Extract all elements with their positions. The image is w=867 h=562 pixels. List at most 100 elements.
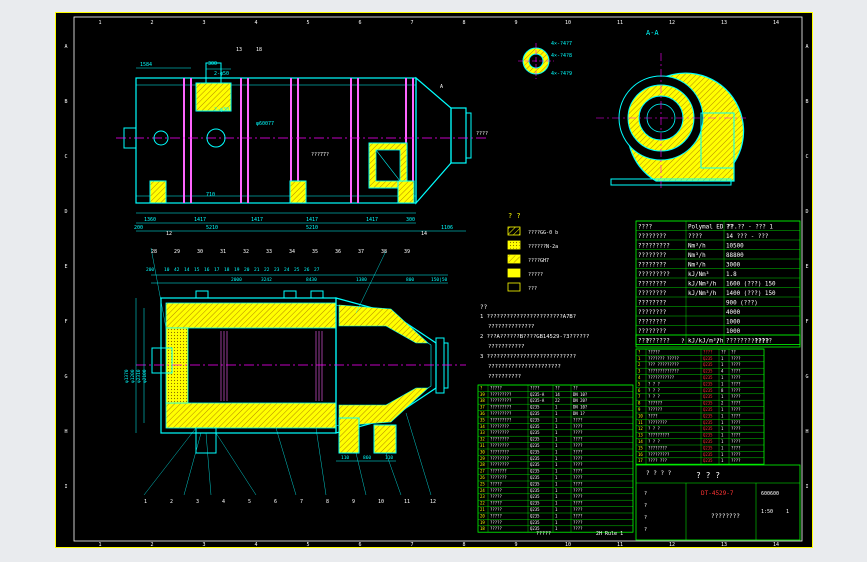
spec-cell: Nm³/h [688, 252, 706, 259]
callout-label: 39 [404, 249, 410, 255]
border-number: 8 [462, 542, 465, 547]
sheet-number: 1 [786, 509, 789, 515]
parts-cell: 1 [555, 501, 558, 506]
dimension-label: 20 [244, 267, 250, 273]
parts-cell: 6 [638, 388, 641, 393]
parts-cell: 1 [555, 475, 558, 480]
border-number: 1 [98, 20, 101, 26]
parts-cell: Q235 [530, 437, 540, 442]
dimension-label: 27 [314, 267, 320, 273]
spec-cell: 1000 [726, 320, 741, 326]
parts-cell: 1 [555, 494, 558, 499]
parts-cell: ???? [731, 433, 741, 438]
parts-cell: Q235 [703, 375, 713, 380]
dimension-label: 200 [134, 225, 143, 231]
parts-cell: ???? [573, 443, 583, 448]
parts-cell: ? ? ? [648, 439, 660, 444]
legend-label: ????GH7 [528, 258, 549, 264]
dimension-label: 1106 [441, 225, 453, 231]
parts-cell: Q235 [530, 430, 540, 435]
parts-cell: ??????????? [648, 375, 674, 380]
dimension-label: 1417 [306, 217, 318, 223]
border-number: 7 [410, 20, 413, 26]
parts-cell: 35 [480, 417, 485, 422]
note-line: ?????????????????????? [488, 364, 561, 370]
dimension-label: 8430 [306, 277, 317, 283]
parts-cell: Q235 [703, 433, 713, 438]
note-line: ?????????????? [488, 324, 534, 330]
parts-cell: ????? [490, 385, 502, 390]
view-label: ???77? [311, 152, 329, 158]
border-number: 4 [254, 20, 257, 26]
parts-cell: 1 [555, 507, 558, 512]
parts-cell: ???? [731, 420, 741, 425]
border-number: 7 [410, 542, 413, 547]
parts-cell: Q235 [530, 469, 540, 474]
parts-cell: ? [638, 349, 640, 354]
border-number: 8 [462, 20, 465, 26]
border-number: 14 [773, 20, 779, 26]
notes-header: ?? [480, 304, 488, 311]
parts-footer: ? ? ? ? [646, 470, 672, 477]
parts-cell: 38 [480, 398, 485, 403]
dimension-label: 18 [224, 267, 230, 273]
parts-cell: ???? [573, 501, 583, 506]
parts-cell: ???????? [490, 456, 509, 461]
dimension-label: 710 [206, 192, 215, 198]
parts-cell: ? ? ? [648, 426, 660, 431]
parts-cell: 1 [721, 362, 724, 367]
dimension-label: 200 [146, 267, 154, 273]
parts-cell: ??????? ????? [648, 356, 679, 361]
parts-cell: ???? [731, 401, 741, 406]
dimension-label: 2000 [231, 277, 242, 283]
parts-cell: Q235-A [530, 398, 545, 403]
parts-cell: 14 [638, 439, 643, 444]
spec-cell: 1.8 [726, 272, 737, 278]
parts-cell: Q235-A [530, 392, 545, 397]
parts-cell: 30 [480, 449, 485, 454]
parts-cell: 1 [555, 405, 558, 410]
parts-cell: 1 [555, 462, 558, 467]
spec-cell: ???????? [638, 282, 666, 288]
parts-cell: DN 1? [573, 411, 585, 416]
spec-cell: ?? [726, 225, 733, 231]
parts-cell: ????????? [490, 398, 511, 403]
callout-label: 34 [289, 249, 295, 255]
parts-cell: 34 [480, 424, 485, 429]
parts-cell: ???? [703, 349, 713, 354]
parts-cell: 22 [555, 398, 560, 403]
callout-label: 12 [430, 499, 436, 505]
border-letter: G [805, 374, 808, 380]
dimension-label: 25 [294, 267, 300, 273]
dimension-label: 16 [204, 267, 210, 273]
parts-cell: ???????? [648, 420, 667, 425]
parts-cell: ???? [573, 449, 583, 454]
border-number: 2 [150, 542, 153, 547]
parts-cell: ???? [731, 362, 741, 367]
nozzle-label: 4×-?4?7 [551, 41, 572, 47]
dimension-label: 26 [304, 267, 310, 273]
callout-label: A [440, 84, 443, 90]
parts-cell: ???? [573, 488, 583, 493]
parts-cell: 1 [721, 413, 724, 418]
parts-cell: Q235 [530, 424, 540, 429]
drawing-number: DT-4529-7 [701, 490, 734, 497]
parts-cell: 1 [555, 520, 558, 525]
parts-cell: ????? [490, 513, 502, 518]
parts-cell: 1 [555, 449, 558, 454]
spec-cell: 1600 (???) 150 [726, 282, 776, 288]
border-number: 2 [150, 20, 153, 26]
parts-cell: 27 [480, 469, 485, 474]
parts-cell: 5 [638, 381, 641, 386]
parts-cell: ????????? [490, 411, 511, 416]
dimension-label: 110 [341, 455, 349, 461]
border-letter: H [64, 429, 67, 435]
parts-cell: 1 [555, 481, 558, 486]
parts-cell: 4 [721, 369, 724, 374]
spec-cell: ???????? [638, 320, 666, 326]
parts-cell: ???? [573, 507, 583, 512]
parts-cell: ????????? [490, 405, 511, 410]
